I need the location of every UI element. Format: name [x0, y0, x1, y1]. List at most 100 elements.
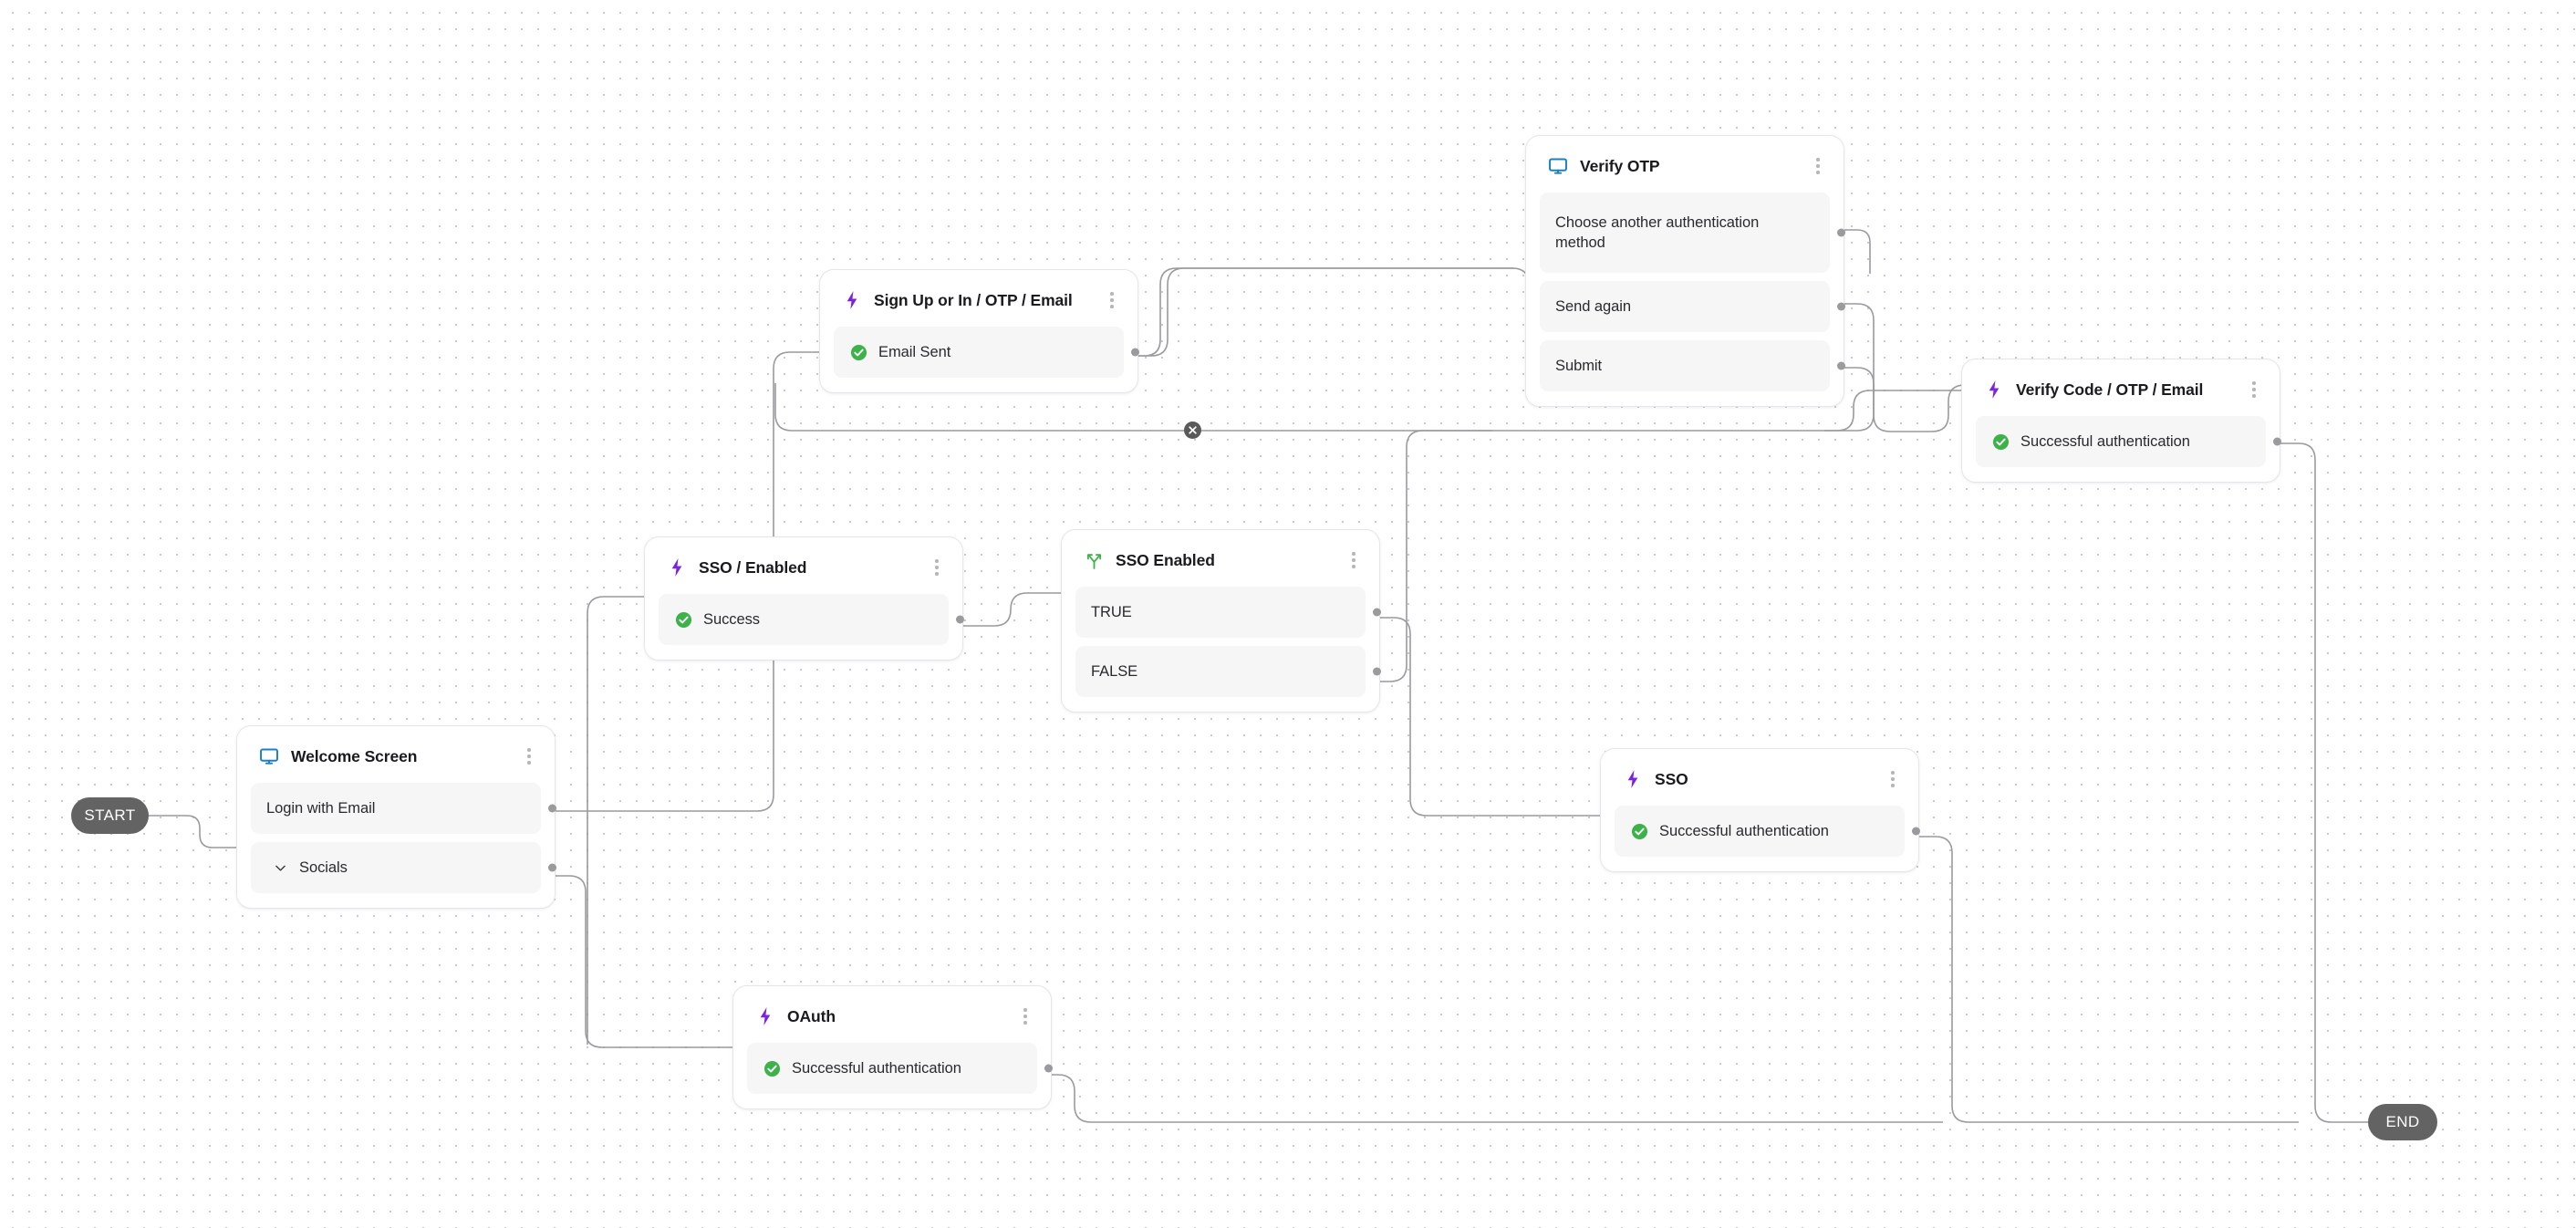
- node-rows: Successful authentication: [1615, 806, 1920, 857]
- row-true[interactable]: TRUE: [1075, 587, 1381, 638]
- node-sign-up-or-in[interactable]: Sign Up or In / OTP / Email Email Sent: [819, 269, 1139, 393]
- node-header[interactable]: SSO / Enabled: [659, 550, 949, 585]
- edge-true-to-sso: [1374, 617, 1600, 817]
- node-title: SSO / Enabled: [699, 557, 807, 577]
- row-label: Login with Email: [266, 799, 376, 817]
- node-rows: Successful authentication: [747, 1043, 1053, 1094]
- output-port[interactable]: [1131, 348, 1139, 357]
- edge-welcome-socials-to-oauth: [551, 875, 734, 1048]
- row-success[interactable]: Success: [659, 594, 964, 645]
- node-title: Verify OTP: [1580, 156, 1660, 175]
- row-label: Successful authentication: [792, 1059, 961, 1077]
- edge-verifycode-to-end: [2270, 442, 2368, 1123]
- edge-oauth-to-end: [1040, 1074, 1943, 1123]
- row-email-sent[interactable]: Email Sent: [834, 327, 1139, 378]
- edge-start-to-welcome: [149, 815, 236, 848]
- output-port[interactable]: [1044, 1064, 1053, 1073]
- row-submit[interactable]: Submit: [1540, 340, 1845, 391]
- node-sso-enabled-branch[interactable]: SSO Enabled TRUE FALSE: [1061, 529, 1381, 713]
- more-options-icon[interactable]: [1015, 1004, 1035, 1028]
- row-label: Send again: [1555, 297, 1631, 315]
- node-rows: Choose another authentication method Sen…: [1540, 193, 1845, 391]
- node-title: Sign Up or In / OTP / Email: [874, 290, 1073, 309]
- node-title: Verify Code / OTP / Email: [2016, 380, 2204, 399]
- edge-sso-to-end: [1916, 836, 2299, 1123]
- output-port[interactable]: [548, 863, 556, 872]
- node-header[interactable]: SSO Enabled: [1075, 543, 1366, 578]
- node-title: SSO: [1655, 769, 1688, 788]
- branch-icon: [1083, 549, 1105, 571]
- bolt-icon: [666, 557, 688, 578]
- bolt-icon: [841, 289, 863, 311]
- edge-otp-submit-to-verifycode: [1839, 367, 1966, 432]
- output-port[interactable]: [2273, 437, 2281, 446]
- node-header[interactable]: Sign Up or In / OTP / Email: [834, 283, 1124, 317]
- node-rows: Login with Email Socials: [251, 783, 556, 893]
- edge-left-trunk-sso: [587, 596, 644, 1045]
- node-title: SSO Enabled: [1116, 550, 1215, 569]
- row-label: Choose another authentication method: [1555, 213, 1760, 251]
- check-circle-icon: [1991, 432, 2010, 451]
- check-circle-icon: [1630, 822, 1648, 840]
- screen-icon: [1547, 155, 1569, 177]
- more-options-icon[interactable]: [1102, 288, 1122, 312]
- row-login-with-email[interactable]: Login with Email: [251, 783, 556, 834]
- output-port[interactable]: [956, 615, 964, 624]
- node-welcome-screen[interactable]: Welcome Screen Login with Email Socials: [236, 725, 556, 909]
- node-verify-otp[interactable]: Verify OTP Choose another authentication…: [1525, 135, 1845, 407]
- output-port[interactable]: [1837, 302, 1845, 311]
- node-rows: Success: [659, 594, 964, 645]
- screen-icon: [258, 745, 280, 767]
- row-label: TRUE: [1091, 603, 1132, 620]
- node-verify-code[interactable]: Verify Code / OTP / Email Successful aut…: [1961, 359, 2281, 483]
- node-oauth[interactable]: OAuth Successful authentication: [732, 985, 1053, 1109]
- output-port[interactable]: [548, 804, 556, 813]
- check-circle-icon: [674, 610, 692, 629]
- more-options-icon[interactable]: [1344, 548, 1364, 572]
- row-label: Submit: [1555, 357, 1603, 374]
- node-header[interactable]: OAuth: [747, 999, 1037, 1034]
- end-terminal[interactable]: END: [2368, 1104, 2437, 1140]
- node-rows: Email Sent: [834, 327, 1139, 378]
- row-socials[interactable]: Socials: [251, 842, 556, 893]
- row-false[interactable]: FALSE: [1075, 646, 1381, 697]
- node-header[interactable]: Verify OTP: [1540, 149, 1830, 183]
- edge-emailsent-to-verifyotp: [1124, 226, 1530, 357]
- output-port[interactable]: [1837, 361, 1845, 370]
- row-choose-another-method[interactable]: Choose another authentication method: [1540, 193, 1845, 273]
- bolt-icon: [1983, 379, 2005, 401]
- node-rows: Successful authentication: [1976, 416, 2281, 467]
- node-title: Welcome Screen: [291, 746, 418, 765]
- row-successful-authentication[interactable]: Successful authentication: [1615, 806, 1920, 857]
- output-port[interactable]: [1373, 667, 1381, 676]
- more-options-icon[interactable]: [1808, 154, 1828, 178]
- node-header[interactable]: Welcome Screen: [251, 739, 541, 774]
- more-options-icon[interactable]: [519, 744, 539, 768]
- row-send-again[interactable]: Send again: [1540, 281, 1845, 332]
- row-label: Successful authentication: [1659, 822, 1829, 839]
- start-label: START: [84, 807, 136, 824]
- output-port[interactable]: [1912, 827, 1920, 836]
- node-header[interactable]: Verify Code / OTP / Email: [1976, 372, 2266, 407]
- more-options-icon[interactable]: [2244, 378, 2264, 401]
- node-sso[interactable]: SSO Successful authentication: [1600, 748, 1920, 872]
- start-terminal[interactable]: START: [71, 797, 149, 834]
- end-label: END: [2385, 1113, 2420, 1130]
- edge-ssoenabled-success-to-branch: [954, 592, 1061, 627]
- remove-edge-button[interactable]: [1184, 421, 1201, 439]
- more-options-icon[interactable]: [927, 556, 947, 579]
- output-port[interactable]: [1837, 228, 1845, 237]
- output-port[interactable]: [1373, 608, 1381, 617]
- node-title: OAuth: [787, 1006, 836, 1025]
- row-successful-authentication[interactable]: Successful authentication: [747, 1043, 1053, 1094]
- more-options-icon[interactable]: [1883, 767, 1903, 791]
- bolt-icon: [1622, 768, 1644, 790]
- node-rows: TRUE FALSE: [1075, 587, 1381, 697]
- row-label: FALSE: [1091, 662, 1138, 680]
- node-sso-enabled-action[interactable]: SSO / Enabled Success: [644, 536, 964, 661]
- row-successful-authentication[interactable]: Successful authentication: [1976, 416, 2281, 467]
- chevron-down-icon[interactable]: [272, 859, 288, 876]
- close-icon: [1189, 426, 1197, 434]
- node-header[interactable]: SSO: [1615, 762, 1905, 796]
